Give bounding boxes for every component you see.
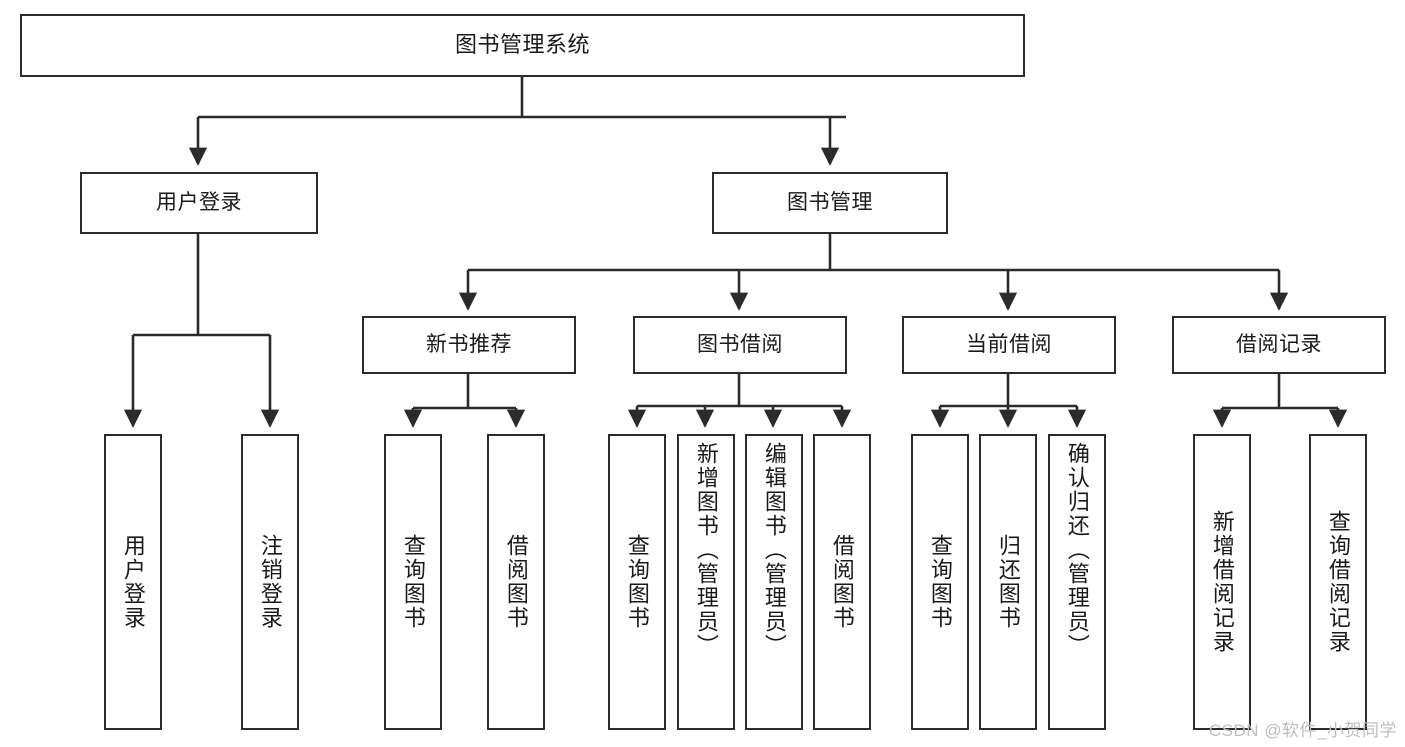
node-user-login-label: 用户登录 (156, 191, 242, 215)
node-leaf-query-book-2-label: 查询图书 (624, 534, 650, 630)
node-root-label: 图书管理系统 (454, 32, 590, 58)
node-leaf-logout[interactable]: 注销登录 (241, 434, 299, 730)
node-leaf-confirm-return-label: 确认归还（管理员） (1064, 442, 1090, 658)
node-leaf-edit-book[interactable]: 编辑图书（管理员） (745, 434, 803, 730)
node-book-borrow-label: 图书借阅 (697, 333, 783, 357)
node-borrow-record[interactable]: 借阅记录 (1172, 316, 1386, 374)
node-leaf-query-book-2[interactable]: 查询图书 (608, 434, 666, 730)
node-leaf-user-login[interactable]: 用户登录 (104, 434, 162, 730)
node-new-book-recommend[interactable]: 新书推荐 (362, 316, 576, 374)
node-leaf-return-book-label: 归还图书 (995, 534, 1021, 630)
csdn-watermark: CSDN @软件_小贺同学 (1208, 721, 1397, 740)
node-leaf-borrow-book-2-label: 借阅图书 (829, 534, 855, 630)
node-book-borrow[interactable]: 图书借阅 (633, 316, 847, 374)
node-leaf-borrow-book-1-label: 借阅图书 (503, 534, 529, 630)
node-leaf-query-record-label: 查询借阅记录 (1325, 510, 1351, 654)
node-leaf-query-book-1[interactable]: 查询图书 (384, 434, 442, 730)
node-current-borrow[interactable]: 当前借阅 (902, 316, 1116, 374)
node-leaf-edit-book-label: 编辑图书（管理员） (761, 442, 787, 658)
node-borrow-record-label: 借阅记录 (1236, 333, 1322, 357)
node-leaf-user-login-label: 用户登录 (120, 534, 146, 630)
node-leaf-query-book-3[interactable]: 查询图书 (911, 434, 969, 730)
node-leaf-confirm-return[interactable]: 确认归还（管理员） (1048, 434, 1106, 730)
node-leaf-add-record[interactable]: 新增借阅记录 (1193, 434, 1251, 730)
node-book-management[interactable]: 图书管理 (712, 172, 948, 234)
node-root[interactable]: 图书管理系统 (20, 14, 1025, 77)
node-current-borrow-label: 当前借阅 (966, 333, 1052, 357)
node-leaf-borrow-book-2[interactable]: 借阅图书 (813, 434, 871, 730)
node-leaf-logout-label: 注销登录 (257, 534, 283, 630)
node-leaf-add-book-label: 新增图书（管理员） (693, 442, 719, 658)
node-leaf-add-record-label: 新增借阅记录 (1209, 510, 1235, 654)
node-book-management-label: 图书管理 (787, 191, 873, 215)
node-leaf-query-book-3-label: 查询图书 (927, 534, 953, 630)
node-user-login[interactable]: 用户登录 (80, 172, 318, 234)
node-leaf-query-book-1-label: 查询图书 (400, 534, 426, 630)
node-leaf-borrow-book-1[interactable]: 借阅图书 (487, 434, 545, 730)
node-leaf-return-book[interactable]: 归还图书 (979, 434, 1037, 730)
node-leaf-add-book[interactable]: 新增图书（管理员） (677, 434, 735, 730)
node-new-book-recommend-label: 新书推荐 (426, 333, 512, 357)
node-leaf-query-record[interactable]: 查询借阅记录 (1309, 434, 1367, 730)
